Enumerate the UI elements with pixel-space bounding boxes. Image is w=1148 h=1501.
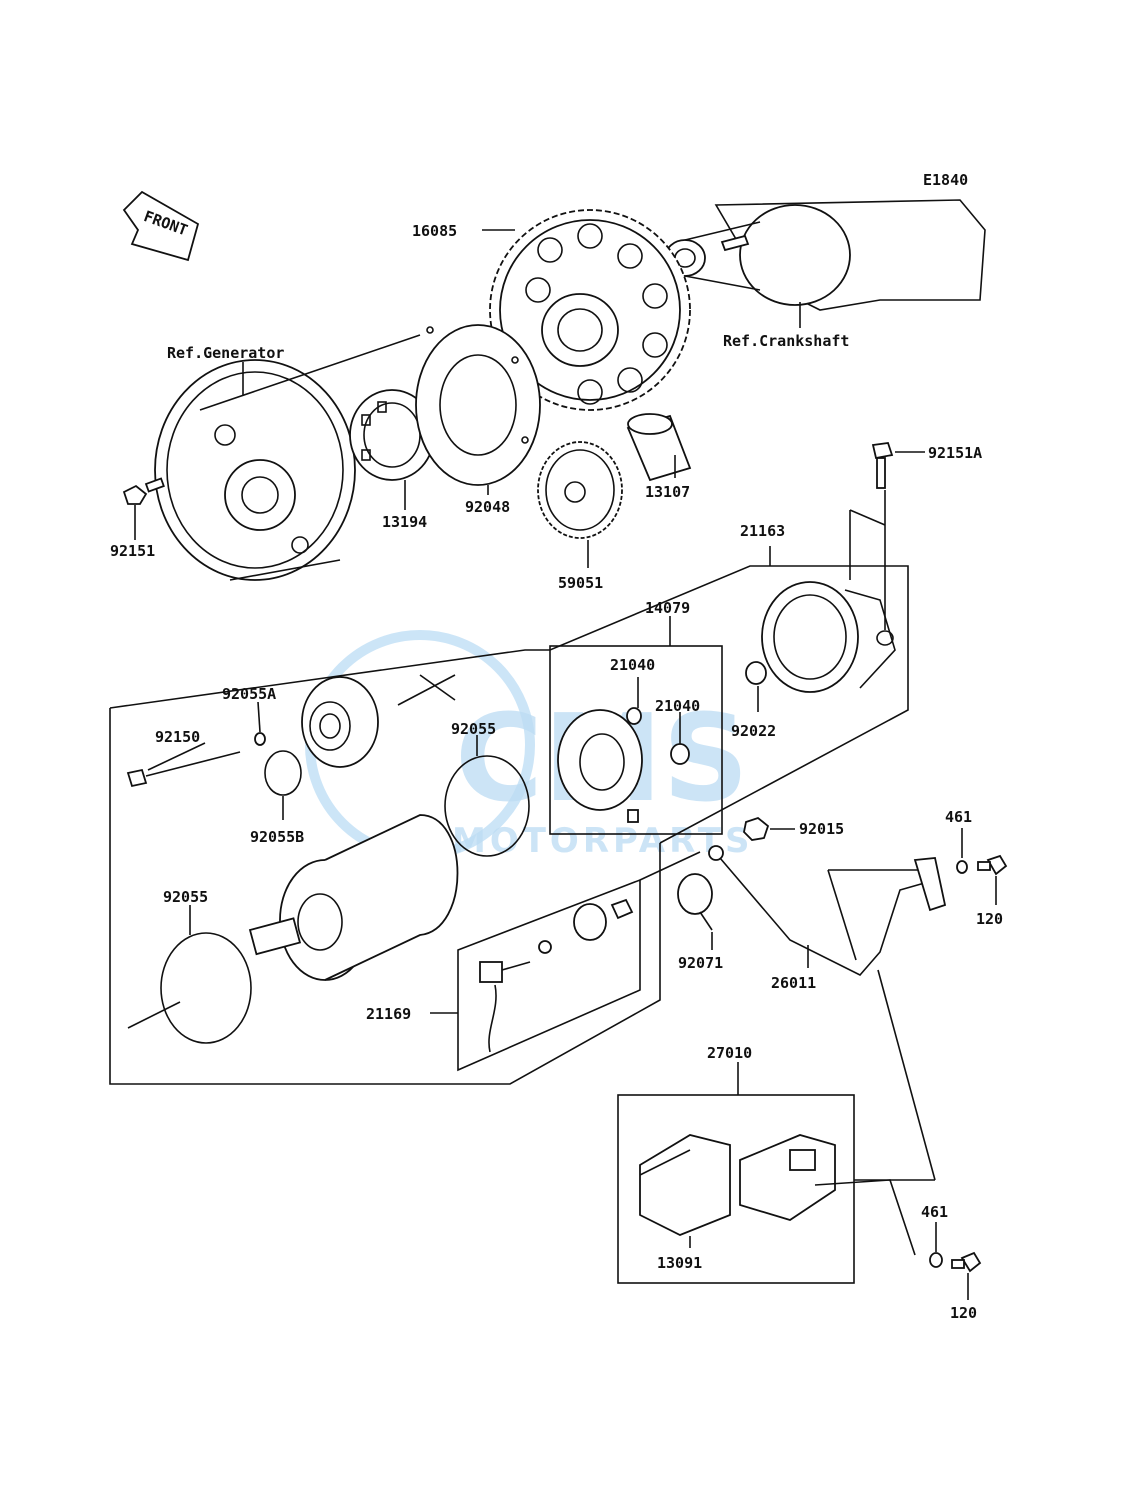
brush-plate [557,709,643,823]
shaft-13107 [626,413,692,482]
diagram-code: E1840 [923,171,968,189]
relay-13091 [639,1134,731,1236]
ref-generator-label: Ref.Generator [167,344,284,362]
watermark-sub: MOTORPARTS [452,821,753,861]
bolt-92151a [871,442,894,489]
generator-rotor [154,334,421,581]
brush-21040b [670,743,690,765]
label-92055b: 92055B [250,828,304,846]
label-59051: 59051 [558,574,603,592]
bolt-92150 [126,751,241,788]
label-92151a: 92151A [928,444,982,462]
label-92055-left: 92055 [163,888,208,906]
label-461-top: 461 [945,808,972,826]
label-26011: 26011 [771,974,816,992]
label-21163: 21163 [740,522,785,540]
oring-92055-top [444,755,530,857]
label-92055-top: 92055 [451,720,496,738]
label-16085: 16085 [412,222,457,240]
label-461-bottom: 461 [921,1203,948,1221]
clutch-13194 [349,389,435,481]
starter-gear-16085 [489,209,691,411]
label-92015: 92015 [799,820,844,838]
cap-92071 [677,873,713,931]
label-27010: 27010 [707,1044,752,1062]
label-14079: 14079 [645,599,690,617]
oring-92055a [254,732,266,746]
idler-gear-59051 [537,441,623,539]
label-92071: 92071 [678,954,723,972]
bolt-120-bottom [951,1251,982,1273]
label-13107: 13107 [645,483,690,501]
label-92151: 92151 [110,542,155,560]
clip-461-top [956,860,968,874]
label-120-top: 120 [976,910,1003,928]
terminal-bolt [479,898,634,1053]
label-21169: 21169 [366,1005,411,1023]
front-arrow-icon: FRONT [122,190,200,262]
brush-21040a [626,707,642,725]
label-92150: 92150 [155,728,200,746]
bolt-92151 [122,477,165,505]
end-cover-21163 [761,581,896,693]
ref-crankshaft-label: Ref.Crankshaft [723,332,849,350]
label-13091: 13091 [657,1254,702,1272]
label-21040a: 21040 [610,656,655,674]
starter-motor [248,814,459,981]
washer-92022 [745,661,767,685]
nut-92015 [743,816,770,841]
cable-26011 [708,845,947,976]
bolt-120-top [977,854,1008,876]
label-21040b: 21040 [655,697,700,715]
label-13194: 13194 [382,513,427,531]
label-92048: 92048 [465,498,510,516]
label-92022: 92022 [731,722,776,740]
crankshaft-part [664,199,986,328]
relay-starter [739,1134,916,1256]
plate-92048 [415,324,541,486]
oring-92055b [264,750,302,796]
label-92055a: 92055A [222,685,276,703]
front-bracket [301,674,456,768]
clip-461-bottom [929,1252,943,1268]
oring-92055-left [160,932,252,1044]
label-120-bottom: 120 [950,1304,977,1322]
